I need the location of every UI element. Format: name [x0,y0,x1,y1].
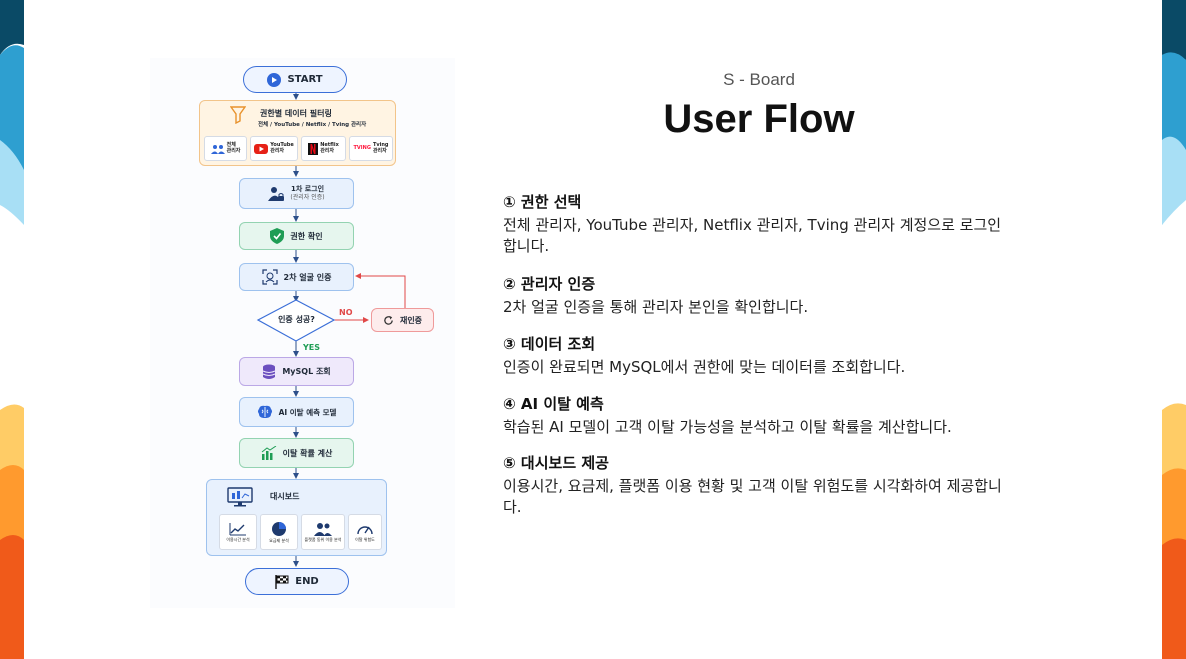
monitor-icon [227,487,253,507]
option-all-line2: 관리자 [226,147,241,154]
end-label: END [295,576,319,587]
login-node: 1차 로그인 (관리자 인증) [239,178,354,209]
filter-node: 권한별 데이터 필터링 전체 / YouTube / Netflix / Tvi… [199,100,396,166]
step-1: ① 권한 선택 전체 관리자, YouTube 관리자, Netflix 관리자… [503,191,1003,257]
step-2-heading: ② 관리자 인증 [503,275,596,293]
dashboard-item-risk-label: 이탈 위험도 [355,536,375,542]
retry-label: 재인증 [399,315,423,325]
step-5-body: 이용시간, 요금제, 플랫폼 이용 현황 및 고객 이탈 위험도를 시각화하여 … [503,477,1002,516]
step-4-body: 학습된 AI 모델이 고객 이탈 가능성을 분석하고 이탈 확률을 계산합니다. [503,418,952,436]
option-tving-line1: Tving [372,141,389,148]
churn-calc-node: 이탈 확률 계산 [239,438,354,468]
face-auth-node: 2차 얼굴 인증 [239,263,354,291]
option-netflix-line2: 관리자 [320,147,334,154]
bar-chart-icon [261,446,276,460]
line-chart-icon [229,522,246,536]
slide-title: User Flow [663,97,855,141]
left-decoration [0,0,32,659]
tving-icon: TVING [353,144,371,151]
play-icon [267,72,282,87]
dashboard-item-usage: 이용시간 분석 [219,514,257,550]
slide-subtitle: S - Board [723,70,795,89]
step-4: ④ AI 이탈 예측 학습된 AI 모델이 고객 이탈 가능성을 분석하고 이탈… [503,393,1003,438]
end-node: END [245,568,349,595]
filter-subtitle: 전체 / YouTube / Netflix / Tving 관리자 [258,122,367,128]
yes-label: YES [303,343,321,352]
youtube-icon [254,143,269,154]
face-scan-icon [261,269,278,285]
step-2: ② 관리자 인증 2차 얼굴 인증을 통해 관리자 본인을 확인합니다. [503,273,1003,318]
netflix-icon [308,142,319,155]
auth-check-label: 권한 확인 [290,231,323,241]
mysql-node: MySQL 조회 [239,357,354,386]
filter-title: 권한별 데이터 필터링 [260,109,332,118]
dashboard-item-plan-label: 요금제 분석 [269,537,289,543]
gauge-icon [357,526,373,534]
option-youtube-line2: 관리자 [270,147,285,154]
step-2-body: 2차 얼굴 인증을 통해 관리자 본인을 확인합니다. [503,298,809,316]
retry-node: 재인증 [371,308,434,332]
start-label: START [287,74,323,85]
option-tving-line2: 관리자 [372,147,387,154]
auth-check-node: 권한 확인 [239,222,354,250]
checkered-flag-icon [275,574,289,589]
dashboard-title: 대시보드 [270,492,300,501]
mysql-label: MySQL 조회 [282,367,331,376]
step-5: ⑤ 대시보드 제공 이용시간, 요금제, 플랫폼 이용 현황 및 고객 이탈 위… [503,452,1003,518]
step-1-body: 전체 관리자, YouTube 관리자, Netflix 관리자, Tving … [503,216,1002,255]
dashboard-item-platform-label: 플랫폼 동위 이용 분석 [304,536,342,542]
shield-check-icon [270,228,285,244]
dashboard-item-platform: 플랫폼 동위 이용 분석 [301,514,345,550]
option-all-line1: 전체 [226,141,236,148]
start-node: START [243,66,347,93]
refresh-icon [384,315,393,325]
funnel-icon [229,106,247,127]
ai-model-node: AI 이탈 예측 모델 [239,397,354,427]
user-lock-icon [268,186,285,201]
option-youtube-line1: YouTube [270,141,294,148]
dashboard-node: 대시보드 이용시간 분석 요금제 분석 플랫폼 동위 이용 분석 이탈 위험도 [206,479,387,556]
pie-chart-icon [272,521,286,536]
step-5-heading: ⑤ 대시보드 제공 [503,454,609,472]
step-4-heading: ④ AI 이탈 예측 [503,395,604,413]
login-title: 1차 로그인 [290,185,325,194]
option-netflix-line1: Netflix [320,141,339,148]
step-3-body: 인증이 완료되면 MySQL에서 권한에 맞는 데이터를 조회합니다. [503,358,906,376]
database-icon [263,364,276,379]
dashboard-item-plan: 요금제 분석 [260,514,298,550]
face-auth-label: 2차 얼굴 인증 [283,272,332,282]
step-3: ③ 데이터 조회 인증이 완료되면 MySQL에서 권한에 맞는 데이터를 조회… [503,333,1003,378]
step-1-heading: ① 권한 선택 [503,193,582,211]
user-flow-diagram: START 권한별 데이터 필터링 전체 / YouTube / Netflix… [150,58,455,608]
dashboard-item-risk: 이탈 위험도 [348,514,382,550]
no-label: NO [339,308,353,317]
dashboard-item-usage-label: 이용시간 분석 [226,536,250,542]
brain-icon [257,405,272,418]
decision-diamond [256,299,336,342]
decision-label: 인증 성공? [278,315,315,324]
users-icon [314,522,332,536]
ai-model-label: AI 이탈 예측 모델 [278,407,337,417]
flow-connectors [256,93,406,567]
login-subtitle: (관리자 인증) [290,194,325,202]
step-3-heading: ③ 데이터 조회 [503,335,596,353]
churn-calc-label: 이탈 확률 계산 [282,448,333,458]
users-icon [210,144,225,154]
right-decoration [1154,0,1186,659]
